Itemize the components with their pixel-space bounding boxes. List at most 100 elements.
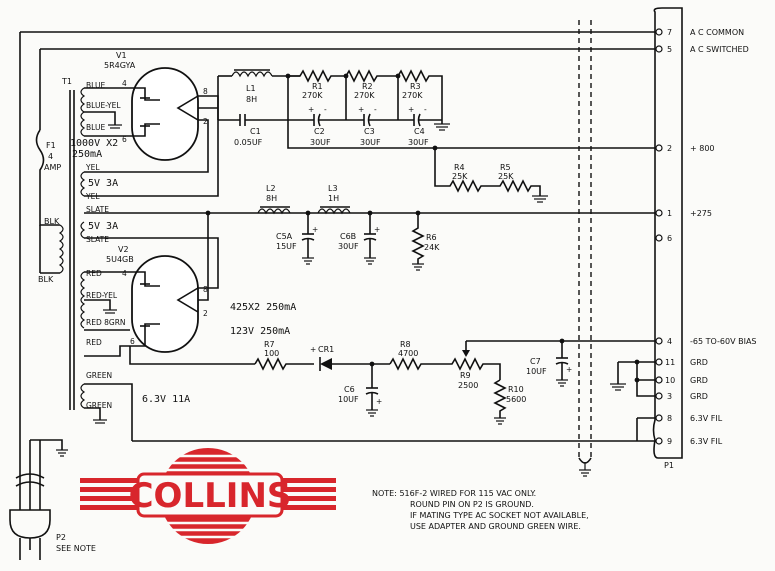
fuse-unit: AMP: [44, 163, 61, 172]
winding-label: SLATE: [86, 235, 109, 244]
plug-ref: P2: [56, 533, 66, 542]
r6-ref: R6: [426, 233, 437, 242]
winding-label: RED: [86, 338, 102, 347]
polarity: +: [308, 105, 314, 114]
transformer-ref: T1: [61, 77, 72, 86]
r1-ref: R1: [312, 82, 323, 91]
c3-value: 30UF: [360, 138, 381, 147]
terminal-label: GRD: [690, 358, 708, 367]
pin: 4: [122, 79, 127, 88]
polarity: -: [324, 105, 327, 114]
diode-ref: CR1: [318, 345, 334, 354]
polarity: +: [408, 105, 414, 114]
winding-label: BLUE: [86, 123, 105, 132]
r9-value: 2500: [458, 381, 478, 390]
terminal-label: GRD: [690, 376, 708, 385]
hv-filter-800: L1 8H C1 0.05UF R1 270K R2 270K R3 270K: [198, 69, 655, 203]
terminal-1: 1 +275: [655, 209, 712, 218]
tube-type: 5U4GB: [106, 255, 134, 264]
r7-value: 100: [264, 349, 279, 358]
connector-label: P1: [664, 461, 674, 470]
terminal-num: 8: [667, 414, 672, 423]
terminal-num: 1: [667, 209, 672, 218]
l3-ref: L3: [328, 184, 338, 193]
polarity: +: [310, 345, 316, 354]
r4-ref: R4: [454, 163, 465, 172]
terminal-6: 6: [655, 234, 672, 243]
polarity: +: [376, 397, 382, 406]
c2-value: 30UF: [310, 138, 331, 147]
c7-ref: C7: [530, 357, 541, 366]
l2-value: 8H: [266, 194, 277, 203]
winding-label: SLATE: [86, 205, 109, 214]
c6b-value: 30UF: [338, 242, 359, 251]
terminal-3: 3 GRD: [655, 392, 708, 401]
terminal-num: 10: [665, 376, 675, 385]
terminal-label: +275: [690, 209, 712, 218]
terminal-num: 5: [667, 45, 672, 54]
pin: 2: [203, 117, 208, 126]
plug-note: SEE NOTE: [56, 544, 96, 553]
terminal-num: 2: [667, 144, 672, 153]
primary-lead-2: BLK: [38, 275, 54, 284]
terminal-10: 10 GRD: [655, 376, 708, 385]
c3-ref: C3: [364, 127, 375, 136]
terminal-9: 9 6.3V FIL: [655, 437, 723, 446]
polarity: +: [358, 105, 364, 114]
c1-value: 0.05UF: [234, 138, 263, 147]
c6-ref: C6: [344, 385, 355, 394]
winding-rating: 1000V X2: [70, 138, 118, 149]
winding-label: BLUE: [86, 81, 105, 90]
r8-value: 4700: [398, 349, 418, 358]
c6b-ref: C6B: [340, 232, 356, 241]
winding-label: RED 8GRN: [86, 318, 126, 327]
bias-supply: R7 100 + CR1 + C6 10UF R8 4700 R9 2500: [129, 338, 655, 425]
terminal-label: + 800: [690, 144, 715, 153]
winding-rating: 250mA: [72, 149, 102, 160]
c2-ref: C2: [314, 127, 325, 136]
collins-logo: COLLINS: [80, 448, 336, 544]
r5-ref: R5: [500, 163, 511, 172]
polarity: +: [374, 225, 380, 234]
terminal-4: 4 -65 TO-60V BIAS: [655, 337, 757, 346]
terminal-num: 6: [667, 234, 672, 243]
c1-ref: C1: [250, 127, 261, 136]
tube-type: 5R4GYA: [104, 61, 136, 70]
note-line: ROUND PIN ON P2 IS GROUND.: [410, 500, 534, 509]
shield-lines: [578, 20, 592, 477]
r10-ref: R10: [508, 385, 524, 394]
tube-ref: V1: [116, 51, 127, 60]
r10-value: 5600: [506, 395, 526, 404]
fil-rating: 6.3V 11A: [142, 394, 190, 405]
terminal-num: 9: [667, 437, 672, 446]
c4-value: 30UF: [408, 138, 429, 147]
r7-ref: R7: [264, 340, 275, 349]
r3-value: 270K: [402, 91, 423, 100]
polarity: +: [312, 225, 318, 234]
fuse-rating: 4: [48, 152, 53, 161]
terminal-11: 11 GRD: [655, 358, 708, 367]
hv-rating: 425X2 250mA: [230, 302, 296, 313]
winding-label: RED: [86, 269, 102, 278]
winding-label: RED-YEL: [86, 291, 118, 300]
c5a-ref: C5A: [276, 232, 293, 241]
transformer-t1: T1 BLK BLK BLUE BLUE-YEL BLUE 1000V X2 2…: [38, 77, 126, 410]
tube-ref: V2: [118, 245, 129, 254]
terminal-label: A C SWITCHED: [690, 45, 749, 54]
r6-value: 24K: [424, 243, 440, 252]
connector-p1: P1: [652, 7, 683, 470]
pin: 6: [122, 135, 127, 144]
winding-rating: 5V 3A: [88, 178, 118, 189]
fuse-f1: F1 4 AMP: [35, 129, 61, 178]
pin: 2: [203, 309, 208, 318]
terminal-label: 6.3V FIL: [690, 414, 723, 423]
r1-value: 270K: [302, 91, 323, 100]
primary-lead-1: BLK: [44, 217, 60, 226]
terminal-num: 11: [665, 358, 675, 367]
tube-v2: V2 5U4GB 4 6 8 2 425X2 250mA 123V 250mA: [106, 245, 296, 353]
r8-ref: R8: [400, 340, 411, 349]
bias-rating: 123V 250mA: [230, 326, 290, 337]
note-line: USE ADAPTER AND GROUND GREEN WIRE.: [410, 522, 581, 531]
r5-value: 25K: [498, 172, 514, 181]
